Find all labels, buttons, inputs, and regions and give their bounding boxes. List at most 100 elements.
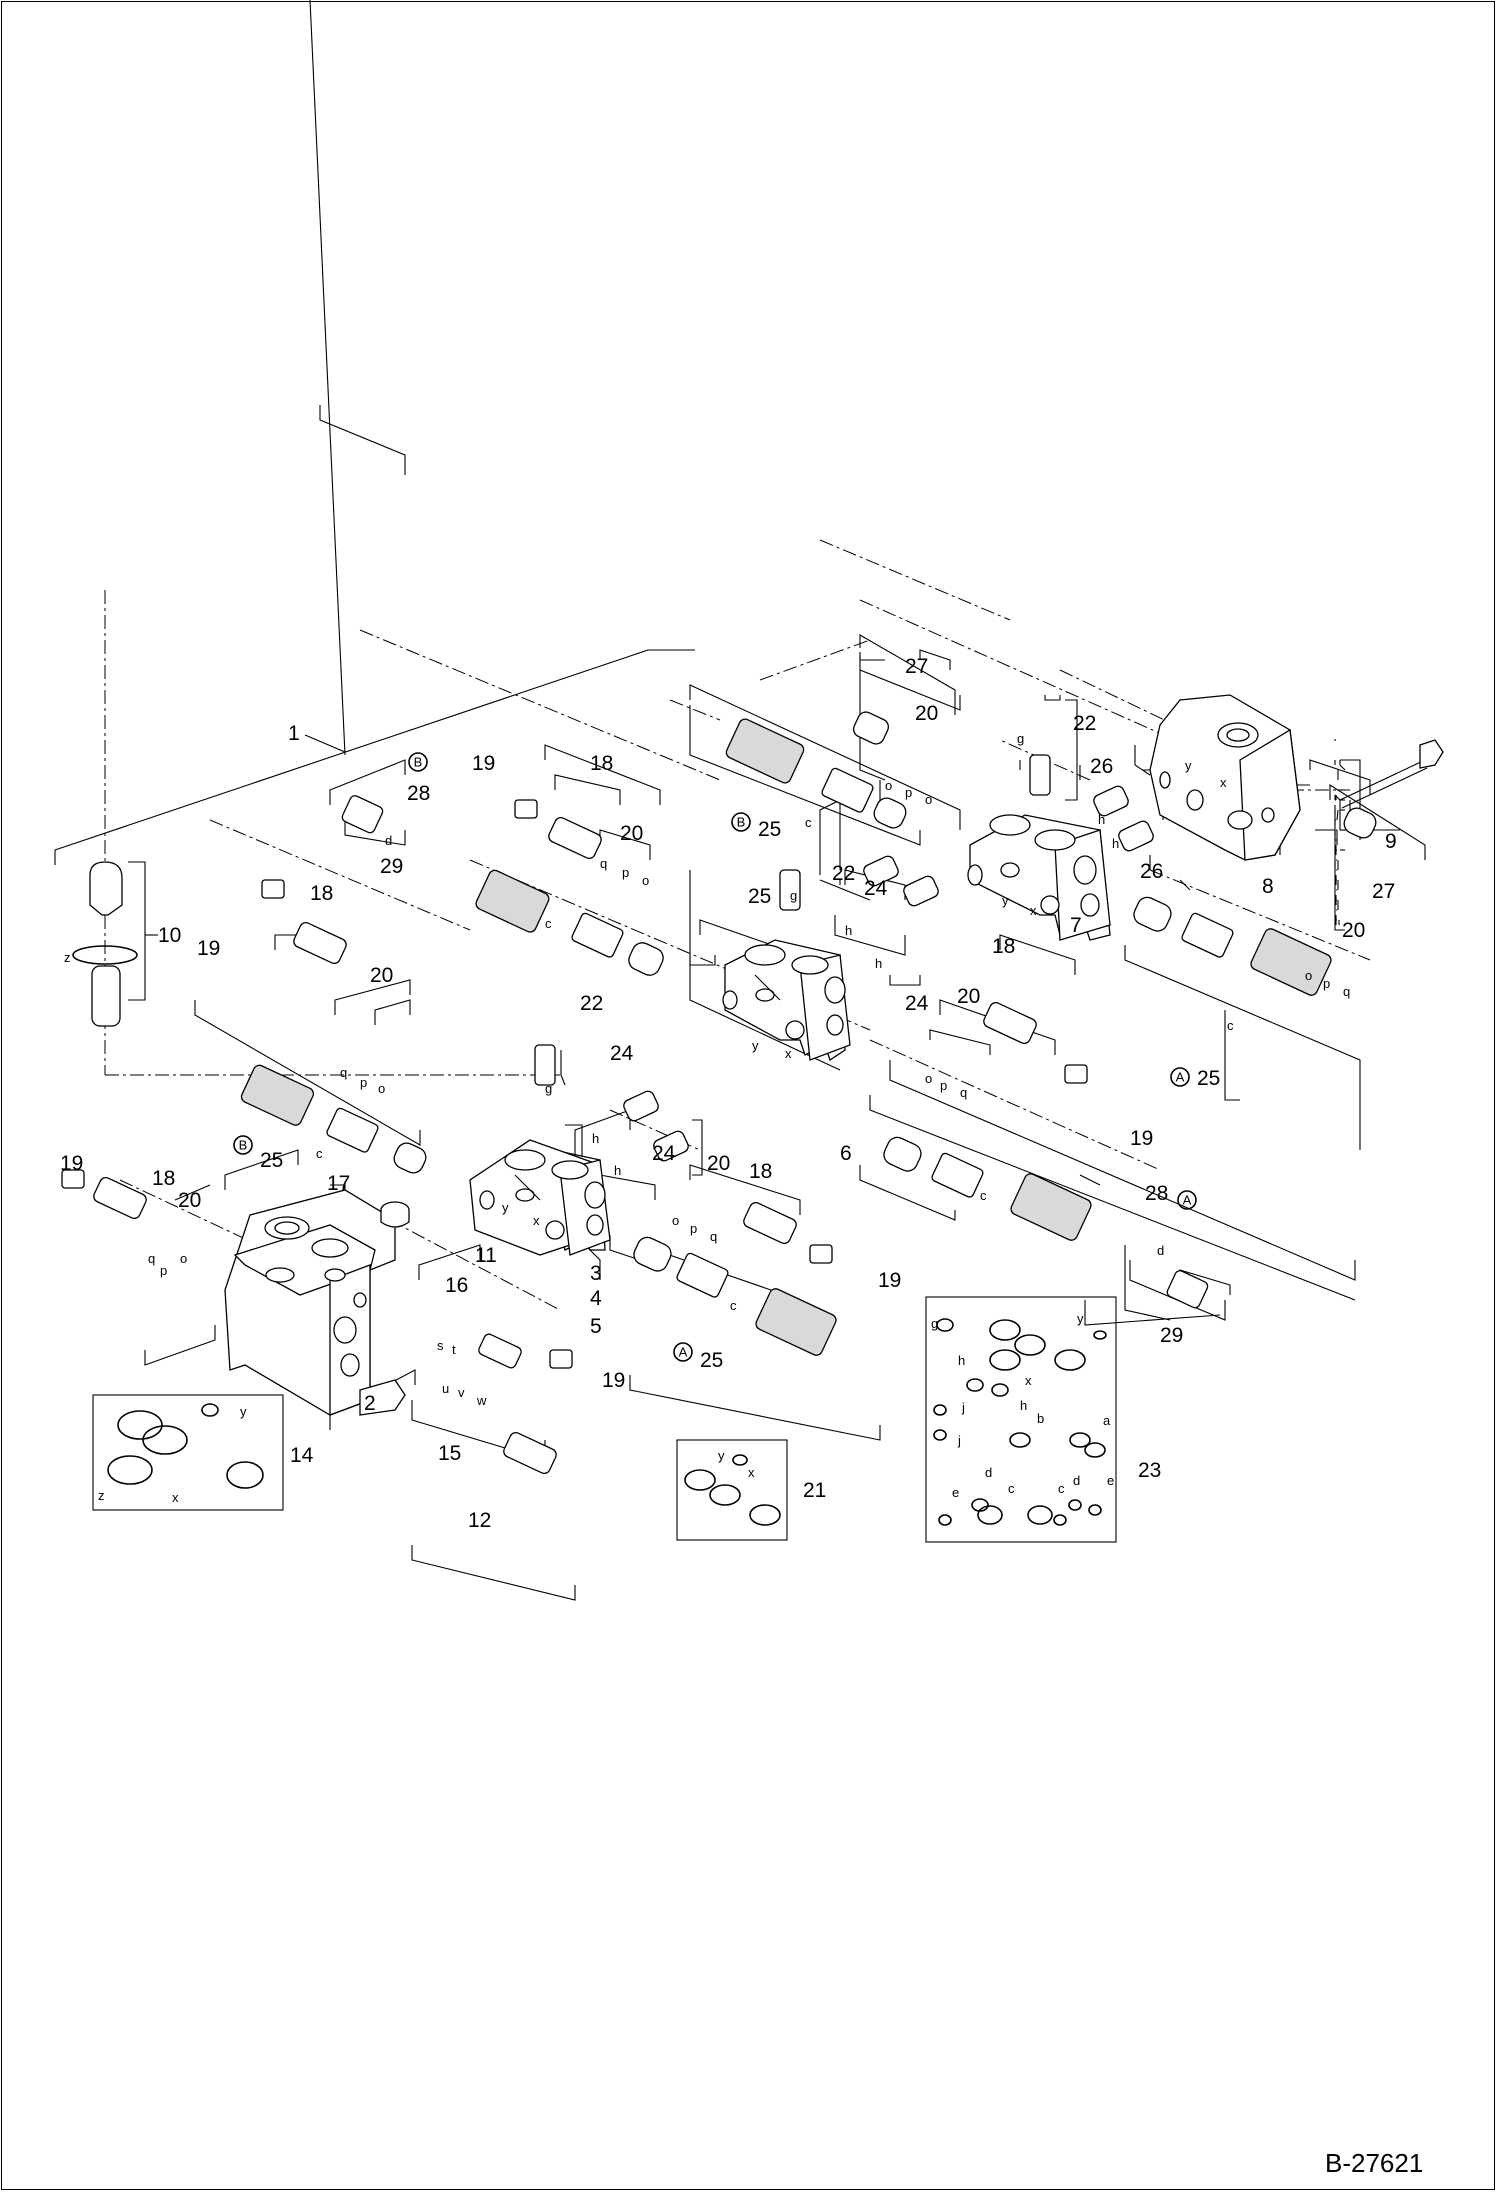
- callout-20: 20: [1342, 919, 1365, 942]
- callout-24: 24: [610, 1042, 634, 1065]
- callout-14: 14: [290, 1444, 314, 1467]
- callout-19: 19: [472, 752, 495, 775]
- work-section-3-body: [469, 1139, 611, 1256]
- callout-1: 1: [288, 722, 300, 745]
- letter-h: h: [592, 1131, 599, 1146]
- callout-19: 19: [878, 1269, 901, 1292]
- callout-18: 18: [992, 935, 1015, 958]
- callout-28: 28: [407, 782, 430, 805]
- spring-pack-25-b-left: [240, 1064, 427, 1174]
- callout-24: 24: [864, 877, 888, 900]
- callout-12: 12: [468, 1509, 491, 1532]
- letter-p: p: [940, 1078, 947, 1093]
- letter-w: w: [476, 1393, 487, 1408]
- callout-27: 27: [905, 655, 928, 678]
- letter-x: x: [748, 1465, 755, 1480]
- letter-d: d: [385, 833, 392, 848]
- callout-4: 4: [590, 1287, 602, 1310]
- letter-c: c: [1058, 1481, 1065, 1496]
- letter-h: h: [958, 1353, 965, 1368]
- letter-t: t: [452, 1342, 456, 1357]
- letter-c: c: [805, 815, 812, 830]
- marker-a-3: A: [679, 1345, 688, 1360]
- letter-p: p: [905, 785, 912, 800]
- spring-pack-25-a-right: [1133, 896, 1332, 996]
- callout-28: 28: [1145, 1182, 1168, 1205]
- callout-3: 3: [590, 1262, 602, 1285]
- letter-v: v: [458, 1385, 465, 1400]
- letter-x: x: [1025, 1373, 1032, 1388]
- letter-c: c: [1227, 1018, 1234, 1033]
- callout-25: 25: [748, 885, 771, 908]
- letter-y: y: [502, 1200, 509, 1215]
- letter-x: x: [172, 1490, 179, 1505]
- callout-25: 25: [758, 818, 781, 841]
- letter-q: q: [148, 1251, 155, 1266]
- callout-11: 11: [475, 1244, 497, 1267]
- seal-kit-23: [925, 1296, 1117, 1543]
- letter-x: x: [785, 1046, 792, 1061]
- letter-h: h: [1098, 812, 1105, 827]
- letter-p: p: [360, 1075, 367, 1090]
- letter-h: h: [875, 956, 882, 971]
- letter-b: b: [1037, 1411, 1044, 1426]
- callout-2: 2: [364, 1392, 376, 1415]
- callout-19: 19: [602, 1369, 625, 1392]
- letter-q: q: [960, 1085, 967, 1100]
- work-section-6-body: [722, 939, 851, 1062]
- letter-z: z: [64, 950, 71, 965]
- marker-a-1: A: [1176, 1070, 1185, 1085]
- callout-19: 19: [60, 1152, 83, 1175]
- callout-27: 27: [1372, 880, 1395, 903]
- letter-d: d: [985, 1465, 992, 1480]
- callout-20: 20: [178, 1189, 201, 1212]
- work-section-7-body: [967, 814, 1111, 941]
- letter-o: o: [925, 1071, 932, 1086]
- seal-kit-14: [92, 1394, 284, 1511]
- callout-20: 20: [707, 1152, 730, 1175]
- callout-23: 23: [1138, 1459, 1161, 1482]
- letter-c: c: [980, 1188, 987, 1203]
- letter-o: o: [1305, 968, 1312, 983]
- valve-sections: [224, 694, 1301, 1416]
- callout-17: 17: [327, 1172, 350, 1195]
- callout-8: 8: [1262, 875, 1274, 898]
- letter-u: u: [442, 1381, 449, 1396]
- callout-25: 25: [260, 1149, 283, 1172]
- spring-pack-27: [852, 711, 1377, 839]
- callout-9: 9: [1385, 830, 1397, 853]
- callout-labels: 1 10 19 18 28 20 29 25 18 19 20 25 22 24…: [60, 655, 1423, 2178]
- letter-p: p: [622, 865, 629, 880]
- callout-29: 29: [380, 855, 403, 878]
- letter-y: y: [1185, 758, 1192, 773]
- drawing-reference-number: B-27621: [1325, 2148, 1423, 2178]
- callout-20: 20: [915, 702, 938, 725]
- letter-q: q: [340, 1065, 347, 1080]
- letter-d: d: [1157, 1243, 1164, 1258]
- letter-c: c: [1008, 1481, 1015, 1496]
- letter-y: y: [718, 1448, 725, 1463]
- letter-q: q: [600, 856, 607, 871]
- letter-a: a: [1103, 1413, 1111, 1428]
- callout-21: 21: [803, 1479, 826, 1502]
- letter-o: o: [925, 792, 932, 807]
- callout-16: 16: [445, 1274, 468, 1297]
- letter-o: o: [642, 873, 649, 888]
- callout-19: 19: [1130, 1127, 1153, 1150]
- callout-19: 19: [197, 937, 220, 960]
- reference-markers: B B B A A A: [233, 752, 1197, 1362]
- letter-c: c: [316, 1146, 323, 1161]
- marker-b-2: B: [239, 1138, 248, 1153]
- callout-20: 20: [620, 822, 643, 845]
- letter-g: g: [1017, 731, 1024, 746]
- callout-26: 26: [1140, 860, 1163, 883]
- callout-20: 20: [957, 985, 980, 1008]
- letter-h: h: [614, 1163, 621, 1178]
- callout-10: 10: [158, 924, 181, 947]
- callout-20: 20: [370, 964, 393, 987]
- letter-d: d: [1073, 1473, 1080, 1488]
- letter-o: o: [672, 1213, 679, 1228]
- callout-22: 22: [832, 862, 855, 885]
- letter-y: y: [240, 1404, 247, 1419]
